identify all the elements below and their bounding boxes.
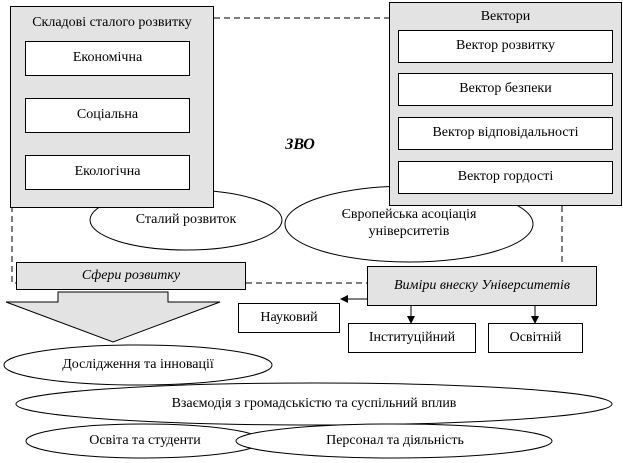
ellipse-community (15, 382, 613, 426)
sphere-staff-label: Персонал та діяльність (326, 432, 464, 448)
ellipse-staff (235, 423, 553, 459)
component-social: Соціальна (25, 98, 190, 133)
vector-pride: Вектор гордості (398, 161, 613, 194)
vector-responsibility: Вектор відповідальності (398, 117, 613, 150)
dimension-educational: Освітній (488, 323, 583, 353)
vector-safety: Вектор безпеки (398, 73, 613, 106)
component-economic: Економічна (25, 41, 190, 76)
dimension-institutional: Інституційний (348, 323, 476, 353)
dimension-scientific: Науковий (238, 303, 340, 333)
sphere-education-label: Освіта та студенти (89, 432, 201, 448)
ellipse-research (3, 344, 273, 386)
components-title: Складові сталого розвитку (32, 15, 192, 30)
sphere-research-label: Дослідження та інновації (62, 356, 214, 372)
sphere-community-label: Взаємодія з громадськістю та суспільний … (171, 395, 457, 411)
vector-development: Вектор розвитку (398, 30, 613, 63)
center-label: ЗВО (285, 136, 315, 153)
dimensions-title: Виміри внеску Університетів (367, 266, 597, 306)
spheres-down-arrow (5, 291, 221, 343)
eua-label: Європейська асоціація університетів (341, 207, 477, 239)
component-ecological: Екологічна (25, 155, 190, 190)
sustainable-label: Сталий розвиток (135, 211, 237, 227)
vectors-title: Вектори (480, 9, 531, 24)
spheres-title: Сфери розвитку (16, 262, 246, 290)
